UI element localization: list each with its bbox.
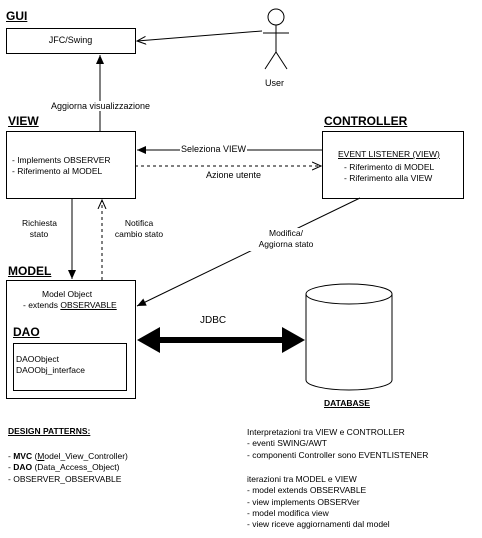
dao-title: DAO [13,325,40,339]
gui-box [6,28,136,54]
model-title: MODEL [8,264,52,278]
controller-to-model-arrow [136,197,361,307]
view-title: VIEW [8,114,39,128]
dao-item: DAOObject [16,354,59,364]
jdbc-label: JDBC [200,315,227,326]
design-patterns-list: - MVC (Model_View_Controller) - DAO (Dat… [8,451,128,485]
gui-box-label: JFC/Swing [48,35,93,45]
azione-utente-label: Azione utente [205,170,263,181]
pattern-item: - MVC (Model_View_Controller) [8,451,128,461]
gui-title: GUI [6,9,28,23]
jdbc-bidirectional-arrow [137,327,305,353]
notifica-cambio-stato-label: Notifica cambio stato [114,218,164,240]
model-object-label: Model Object [42,289,93,299]
controller-title: CONTROLLER [324,114,408,128]
design-patterns-title: DESIGN PATTERNS: [8,426,91,436]
pattern-item: - DAO (Data_Access_Object) [8,462,120,473]
user-label: User [265,78,285,88]
pattern-item: - OBSERVER_OBSERVABLE [8,473,122,484]
view-details: - Implements OBSERVER - Riferimento al M… [12,155,111,177]
aggiorna-visualizzazione-label: Aggiorna visualizzazione [50,101,152,112]
event-listener-label: EVENT LISTENER (VIEW) [338,149,440,159]
notes-view-controller: Interpretazioni tra VIEW e CONTROLLER - … [247,427,429,460]
richiesta-stato-label: Richiesta stato [22,218,57,240]
modifica-aggiorna-stato-label: Modifica/ Aggiorna stato [246,228,326,251]
controller-box [322,131,464,199]
view-box [6,131,136,199]
database-label: DATABASE [324,398,370,408]
user-to-gui-arrow [137,30,263,41]
seleziona-view-label: Seleziona VIEW [180,144,248,155]
database-cylinder-icon [305,283,393,391]
dao-box [13,343,127,391]
controller-details: - Riferimento di MODEL - Riferimento all… [344,162,435,184]
dao-item: DAOObj_interface [16,365,85,376]
dao-items: DAOObject DAOObj_interface [16,354,85,377]
user-actor-icon [263,8,289,70]
notes-model-view: iterazioni tra MODEL e VIEW - model exte… [247,474,390,530]
model-extends-label: - extends OBSERVABLE [23,300,117,310]
